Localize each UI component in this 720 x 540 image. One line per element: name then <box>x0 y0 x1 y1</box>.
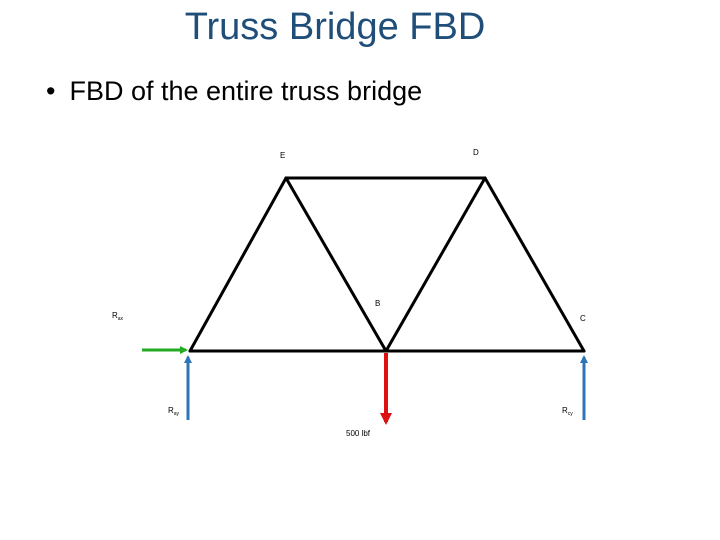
bullet-text: FBD of the entire truss bridge <box>69 76 423 106</box>
bullet-item: • FBD of the entire truss bridge <box>46 76 422 107</box>
reaction-label-ay-main: R <box>168 406 174 415</box>
node-label-e: E <box>280 151 285 160</box>
reaction-label-ax-main: R <box>112 311 118 320</box>
reaction-label-ax: Rax <box>112 311 124 322</box>
member-AE <box>188 176 288 353</box>
reaction-label-cy-main: R <box>562 406 568 415</box>
reaction-label-cy-sub: cy <box>568 411 574 417</box>
truss-members <box>188 176 586 353</box>
reaction-label-ay: Ray <box>168 406 180 417</box>
reaction-label-ay-sub: ay <box>174 411 180 417</box>
node-label-c: C <box>580 314 586 323</box>
reaction-label-ax-sub: ax <box>118 316 124 322</box>
member-EB <box>284 176 388 353</box>
member-DB <box>384 176 487 353</box>
reaction-label-cy: Rcy <box>562 406 573 417</box>
load-label: 500 lbf <box>346 429 371 438</box>
node-label-d: D <box>473 148 479 157</box>
node-label-b: B <box>375 299 380 308</box>
slide-title: Truss Bridge FBD <box>184 6 486 48</box>
member-DC <box>483 176 586 353</box>
bullet-dot: • <box>46 76 56 106</box>
